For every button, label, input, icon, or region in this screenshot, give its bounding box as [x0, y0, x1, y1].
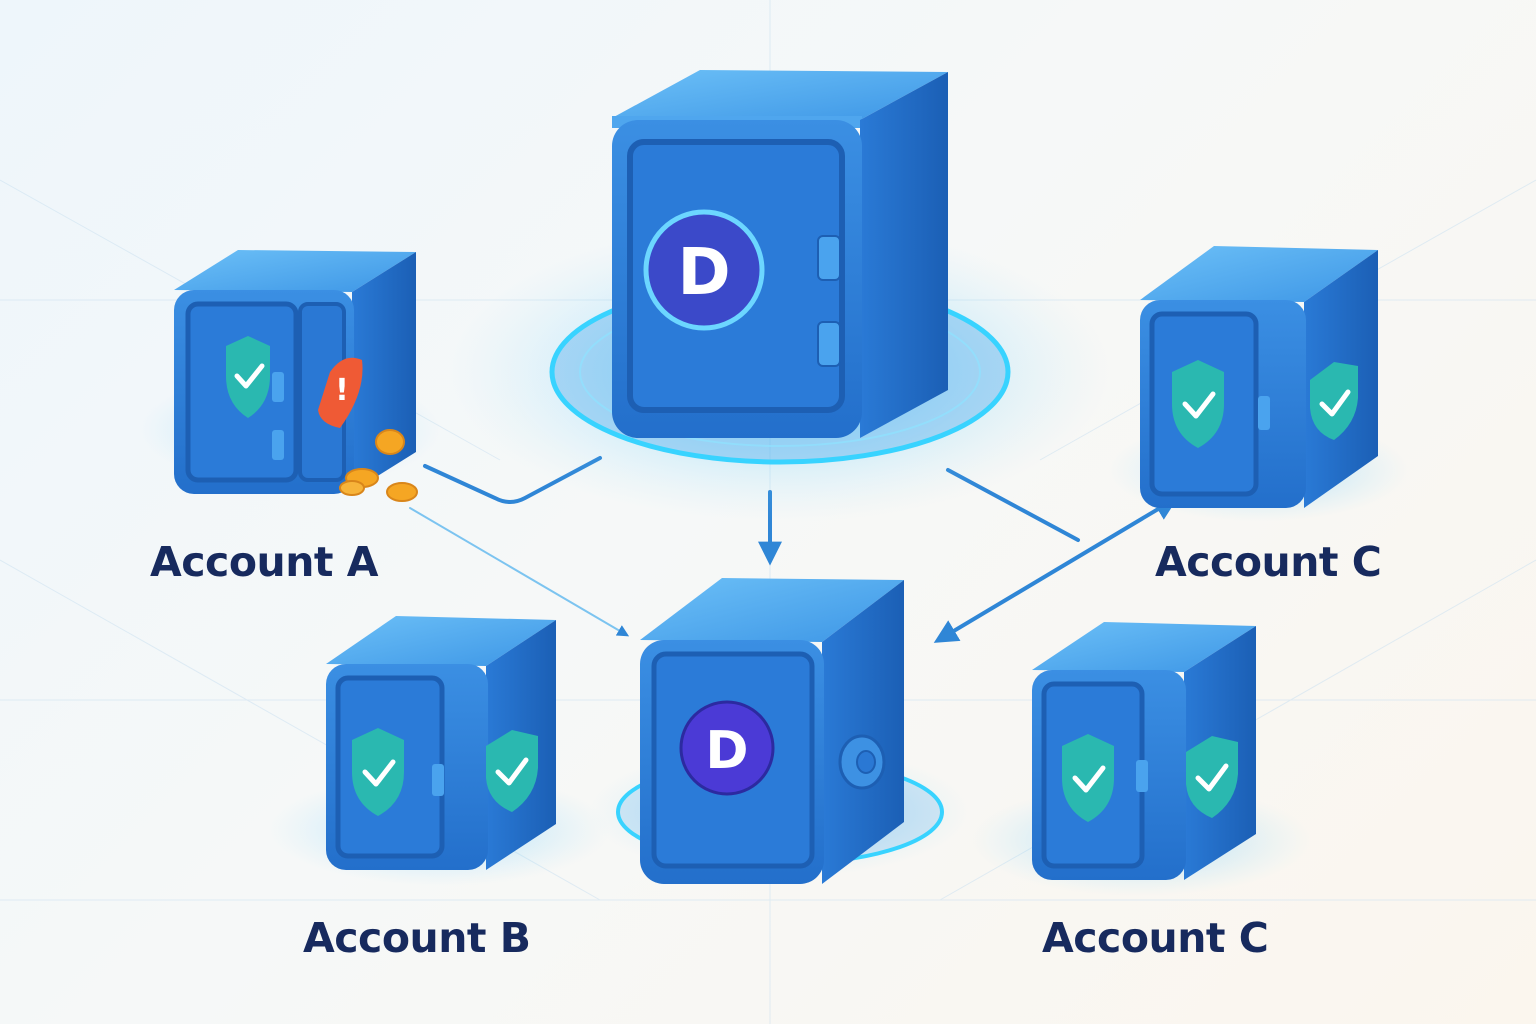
- alert-glyph: !: [335, 373, 349, 408]
- shield-check-icon: [1172, 360, 1224, 448]
- vault-account-c-bottom: [970, 622, 1310, 896]
- shield-check-icon: [486, 730, 538, 812]
- vault-account-b: [270, 616, 610, 886]
- connector-hub-to-account-a: [423, 456, 602, 504]
- vault-account-a: !: [140, 250, 440, 502]
- shield-check-icon: [226, 336, 270, 418]
- account-c-top-label: Account C: [1155, 538, 1382, 586]
- d-logo-icon: D: [677, 236, 730, 310]
- coin-stack-icon: [339, 429, 418, 502]
- hub-vault: D: [450, 70, 1110, 522]
- shield-check-icon: [1062, 734, 1114, 822]
- connector-account-c-target: [933, 497, 1179, 643]
- warning-badge-icon: !: [318, 357, 363, 428]
- account-c-bottom-label: Account C: [1042, 914, 1269, 962]
- connector-account-a-to-target: [409, 507, 630, 637]
- shield-check-icon: [352, 728, 404, 816]
- vault-account-c-top: [1110, 246, 1410, 522]
- target-dial-knob: [838, 734, 886, 790]
- d-logo-icon: D: [705, 721, 748, 781]
- shield-check-icon: [1186, 736, 1238, 818]
- hub-logo: D: [643, 209, 765, 331]
- account-a-label: Account A: [150, 538, 379, 586]
- target-logo: D: [679, 700, 775, 796]
- shield-check-icon: [1310, 362, 1358, 440]
- target-vault: D: [590, 578, 970, 884]
- account-b-label: Account B: [303, 914, 531, 962]
